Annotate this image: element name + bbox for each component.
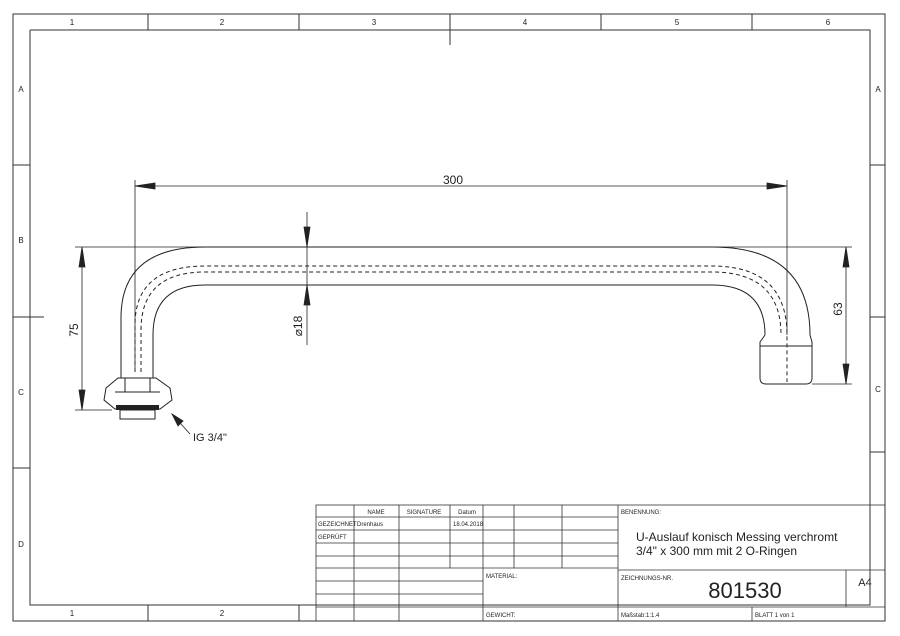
- o-ring: [116, 405, 159, 410]
- row-drawn-label: GEZEICHNET: [318, 522, 357, 528]
- spout-drawing: [75, 180, 852, 411]
- row-checked-label: GEPRÜFT: [318, 534, 347, 541]
- spout-left-nut: [103, 377, 173, 410]
- dimension-height-right-label: 63: [831, 302, 845, 316]
- designation-line-2: 3/4" x 300 mm mit 2 O-Ringen: [636, 544, 797, 558]
- zone-col-1: 1: [70, 18, 75, 27]
- thread-leader: [170, 412, 191, 435]
- zone-col-5: 5: [675, 18, 680, 27]
- zone-col-6: 6: [826, 18, 831, 27]
- spout-bore-hidden: [134, 265, 788, 382]
- thread-stub: [119, 409, 156, 420]
- title-block: [315, 504, 886, 622]
- dimension-height-right: [842, 246, 850, 385]
- zone-row-a: A: [18, 85, 24, 94]
- dimension-diameter-label: ⌀18: [291, 315, 305, 336]
- zone-row-c: C: [18, 388, 24, 397]
- drawing-no-label: ZEICHNUNGS-NR.: [621, 576, 673, 582]
- zone-right-row-c: C: [875, 385, 881, 394]
- drawing-number: 801530: [708, 578, 781, 603]
- zone-col-2: 2: [220, 18, 225, 27]
- thread-label: IG 3/4": [193, 432, 227, 444]
- title-block-text: NAME SIGNATURE Datum GEZEICHNET Drenhaus…: [318, 510, 795, 619]
- spout-outer-contour: [120, 246, 811, 378]
- zone-right-row-a: A: [875, 85, 881, 94]
- dimension-diameter: [303, 212, 311, 345]
- sheet-size: A4: [858, 577, 871, 589]
- sheet-text: BLATT 1 von 1: [755, 613, 795, 619]
- weight-label: GEWICHT:: [486, 613, 516, 619]
- zone-labels: 1 2 3 4 5 6 1 2 A B C D A C: [18, 18, 881, 618]
- spout-inner-contour: [152, 284, 766, 378]
- zone-col-4: 4: [523, 18, 528, 27]
- zone-row-d: D: [18, 540, 24, 549]
- dimension-height-left-label: 75: [67, 323, 81, 337]
- row-drawn-date: 18.04.2018: [453, 522, 484, 528]
- material-label: MATERIAL:: [486, 574, 518, 580]
- spout-right-end: [759, 334, 813, 385]
- dimension-height-left: [78, 246, 86, 411]
- header-signature: SIGNATURE: [407, 510, 442, 516]
- dimension-length: [134, 182, 788, 190]
- dimension-length-label: 300: [443, 173, 463, 187]
- row-drawn-name: Drenhaus: [357, 522, 383, 528]
- header-date: Datum: [458, 510, 476, 516]
- scale-text: Maßstab:1:1.4: [621, 613, 660, 619]
- zone-bottom-col-2: 2: [220, 609, 225, 618]
- zone-bottom-col-1: 1: [70, 609, 75, 618]
- top-zone-dividers: [13, 14, 885, 621]
- header-name: NAME: [367, 510, 384, 516]
- designation-label: BENENNUNG:: [621, 510, 661, 516]
- designation-line-1: U-Auslauf konisch Messing verchromt: [636, 530, 838, 544]
- inner-frame: [29, 29, 885, 606]
- zone-col-3: 3: [372, 18, 377, 27]
- zone-row-b: B: [18, 236, 23, 245]
- spout-bore-hidden-2: [140, 271, 782, 372]
